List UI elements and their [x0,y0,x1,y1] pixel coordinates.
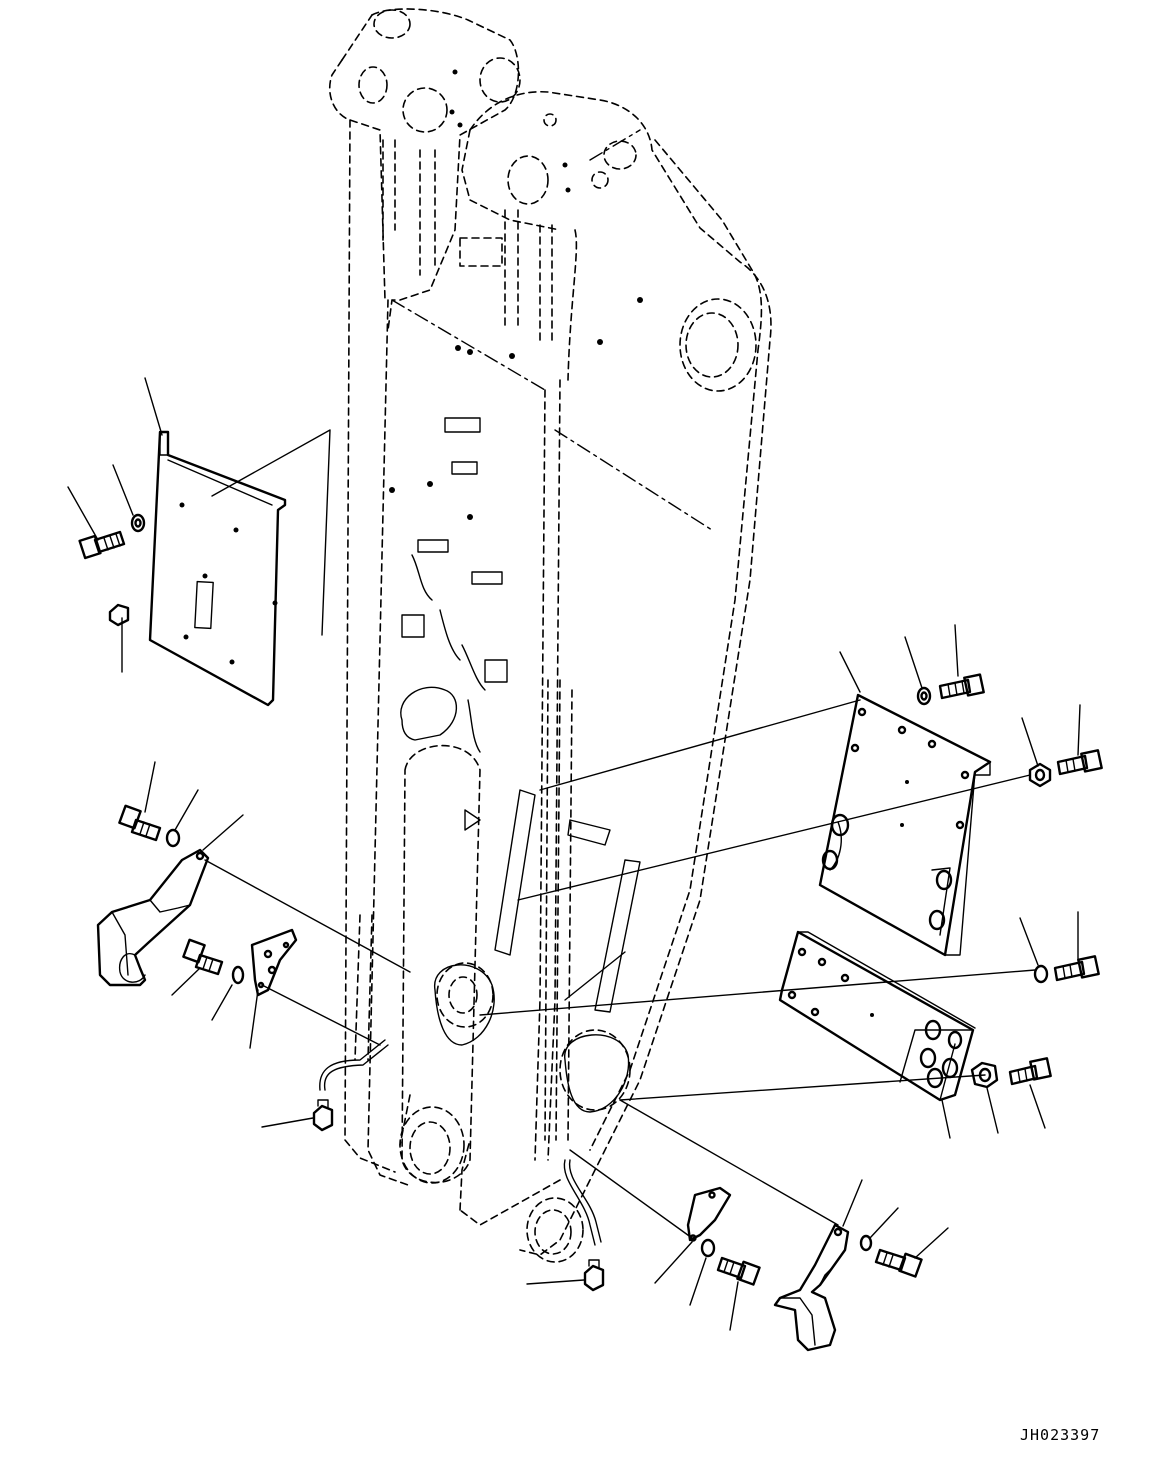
right-upper-washer-b [1028,762,1052,788]
leader-upper-cover [211,429,331,636]
right-upper-bolt-a [938,673,985,700]
drawing-number: JH023397 [1020,1426,1101,1444]
left-small-plate [250,928,298,997]
upper-cover-plug [108,603,130,627]
assembly-lines [204,699,1036,1239]
lower-small-plate [686,1186,732,1242]
right-bracket-washer [859,1234,873,1252]
lower-plate-washer [700,1238,716,1258]
left-plate-washer [231,965,245,985]
right-lower-block [778,930,976,1102]
left-guard-bracket [96,848,210,987]
upper-cover-washer [130,513,146,533]
left-bracket-bolt [118,804,162,842]
right-bracket-bolt [874,1248,923,1278]
right-lower-washer-a [1033,964,1049,984]
left-bracket-washer [165,828,181,848]
upper-cover-plate [148,430,287,707]
lower-plug [583,1259,605,1292]
right-upper-bolt-b [1056,749,1103,776]
right-upper-washer-a [916,686,932,706]
left-plate-bolt [182,938,224,976]
right-upper-plate [818,693,992,957]
lower-left-plug [312,1099,334,1132]
arm-frame [319,8,772,1263]
right-lower-bolt-a [1053,955,1100,982]
callout-leaders [67,377,1081,1331]
upper-cover-bolt [78,530,126,560]
right-guard-bracket [773,1223,850,1352]
right-lower-bolt-b [1008,1057,1052,1086]
lower-plate-bolt [716,1256,761,1286]
